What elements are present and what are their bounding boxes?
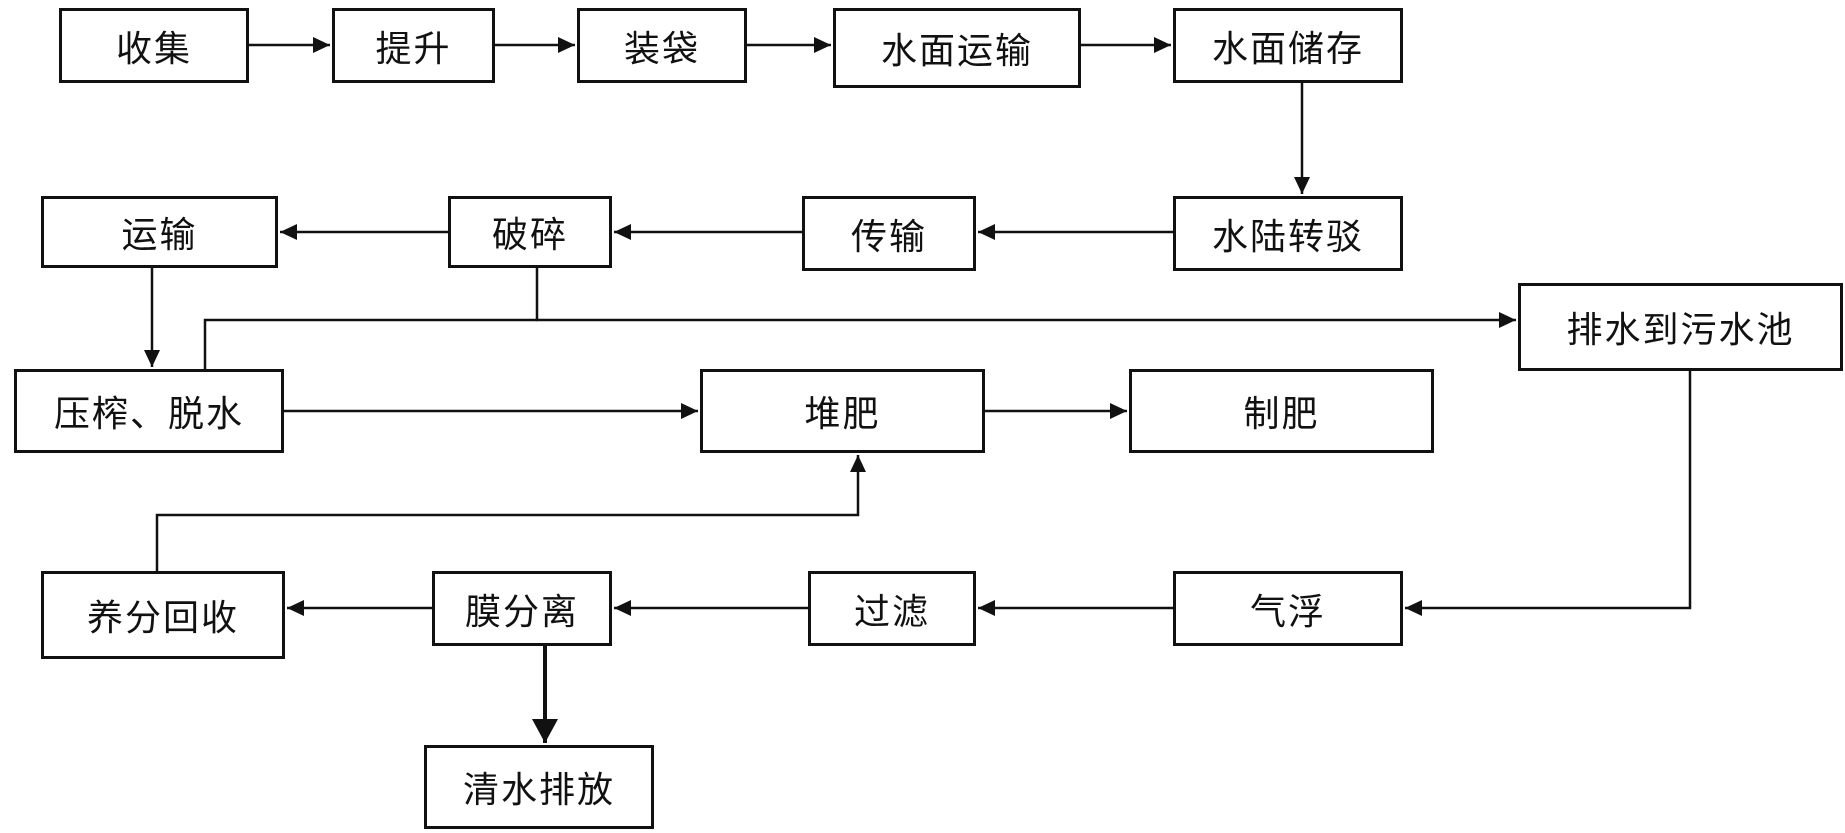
node-label: 提升 [375, 28, 452, 70]
node-label: 压榨、脱水 [53, 394, 244, 435]
node-label: 运输 [121, 215, 198, 256]
arrowhead [287, 600, 304, 616]
node-bag: 装袋 [577, 8, 747, 83]
node-label: 水面储存 [1211, 28, 1364, 70]
arrowhead [1110, 403, 1127, 419]
node-clean-discharge: 清水排放 [424, 745, 654, 829]
arrowhead [1294, 177, 1310, 194]
node-transport: 运输 [41, 196, 278, 268]
connector-drain_to_pool-to-air_float [1405, 371, 1692, 610]
arrowhead [614, 600, 631, 616]
arrowhead [144, 350, 160, 367]
node-drain-to-pool: 排水到污水池 [1518, 283, 1843, 371]
node-label: 排水到污水池 [1566, 310, 1795, 351]
node-label: 气浮 [1249, 591, 1326, 633]
connector-crush-to-drain_to_pool [535, 268, 1516, 322]
node-land-transfer: 水陆转驳 [1173, 196, 1403, 271]
arrowhead [280, 224, 297, 240]
node-lift: 提升 [332, 8, 495, 83]
node-water-storage: 水面储存 [1173, 8, 1403, 83]
node-label: 水面运输 [880, 31, 1033, 72]
node-label: 收集 [115, 28, 192, 70]
arrowhead [978, 224, 995, 240]
node-label: 传输 [850, 216, 927, 258]
node-collect: 收集 [59, 8, 249, 83]
arrowhead [850, 455, 866, 472]
connector-press_dewater-to-drain_to_pool [203, 318, 537, 369]
arrowhead [681, 403, 698, 419]
node-convey: 传输 [802, 196, 976, 271]
arrowhead [313, 37, 330, 53]
node-press-dewater: 压榨、脱水 [14, 369, 284, 453]
arrowhead [558, 37, 575, 53]
node-label: 养分回收 [86, 598, 239, 639]
node-air-float: 气浮 [1173, 571, 1403, 646]
node-nutrient-recovery: 养分回收 [41, 571, 285, 659]
arrowhead [814, 37, 831, 53]
node-water-transport: 水面运输 [833, 8, 1081, 88]
arrowhead [978, 600, 995, 616]
node-filter: 过滤 [808, 571, 976, 646]
arrowhead [1154, 37, 1171, 53]
node-compost: 堆肥 [700, 369, 985, 453]
node-label: 制肥 [1243, 394, 1320, 435]
node-membrane: 膜分离 [432, 571, 612, 646]
connector-nutrient_recovery-to-compost [155, 455, 860, 571]
arrowhead [1405, 600, 1422, 616]
node-label: 清水排放 [462, 770, 615, 811]
arrowhead [532, 719, 558, 743]
node-label: 水陆转驳 [1211, 216, 1364, 258]
node-fertilizer: 制肥 [1129, 369, 1434, 453]
node-label: 破碎 [491, 215, 568, 256]
arrowhead [614, 224, 631, 240]
arrowhead [1499, 312, 1516, 328]
node-label: 装袋 [623, 28, 700, 70]
node-label: 膜分离 [464, 591, 579, 633]
node-crush: 破碎 [448, 196, 612, 268]
node-label: 堆肥 [804, 394, 881, 435]
node-label: 过滤 [853, 591, 930, 633]
